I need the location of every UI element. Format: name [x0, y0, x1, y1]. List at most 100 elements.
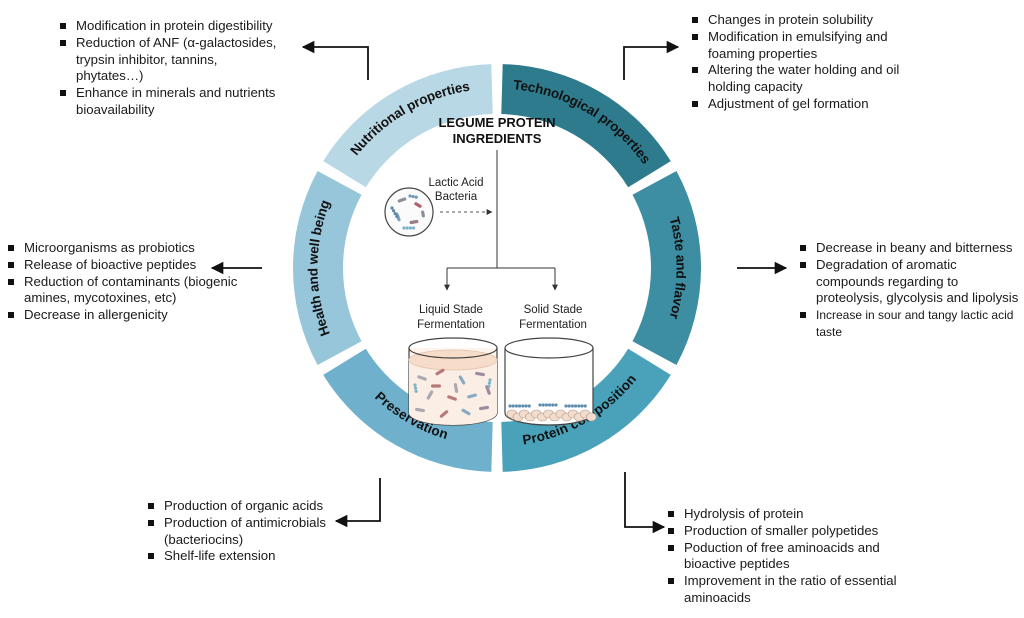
arrow-protein [624, 472, 666, 534]
health-list: Microorganisms as probiotics Release of … [4, 240, 262, 324]
coccus-icon [487, 384, 491, 388]
list-item: Altering the water holding and oil holdi… [688, 62, 908, 96]
list-item: Modification in emulsifying and foaming … [688, 29, 908, 63]
bacterium-icon [435, 368, 445, 376]
list-item: Hydrolysis of protein [664, 506, 914, 523]
list-item: Reduction of ANF (α-galactosides, trypsi… [56, 35, 288, 85]
bacterium-icon [467, 393, 477, 399]
list-item: Enhance in minerals and nutrients bioava… [56, 85, 288, 119]
solid-beaker-icon [504, 337, 597, 426]
technological-list: Changes in protein solubility Modificati… [688, 12, 908, 113]
coccus-icon [518, 404, 522, 408]
coccus-icon [538, 403, 542, 407]
segment-taste [632, 170, 702, 366]
taste-list: Decrease in beany and bitterness Degrada… [796, 240, 1022, 341]
list-item: Microorganisms as probiotics [4, 240, 262, 257]
list-item: Degradation of aromatic compounds regard… [796, 257, 1022, 307]
coccus-icon [580, 404, 584, 408]
protein-list: Hydrolysis of protein Production of smal… [664, 506, 914, 607]
list-item: Improvement in the ratio of essential am… [664, 573, 914, 607]
bacterium-icon [417, 375, 427, 381]
list-item: Production of smaller polypetides [664, 523, 914, 540]
segment-preservation [323, 348, 493, 472]
coccus-icon [577, 404, 581, 408]
nutritional-list: Modification in protein digestibility Re… [56, 18, 288, 119]
coccus-icon [414, 389, 418, 393]
coccus-icon [564, 404, 568, 408]
coccus-icon [411, 194, 415, 199]
segment-technological [501, 64, 671, 188]
coccus-icon [541, 403, 545, 407]
bacterium-icon [439, 410, 449, 418]
bacteria-label-line2: Bacteria [435, 191, 478, 203]
coccus-icon [527, 404, 531, 408]
coccus-icon [508, 404, 512, 408]
coccus-icon [524, 404, 528, 408]
bacterium-icon [458, 375, 466, 385]
list-item: Shelf-life extension [144, 548, 344, 565]
list-item: Adjustment of gel formation [688, 96, 908, 113]
ring [293, 64, 702, 472]
liquid-label-line2: Fermentation [417, 319, 485, 331]
coccus-icon [488, 378, 492, 382]
list-item: Changes in protein solubility [688, 12, 908, 29]
list-item: Reduction of contaminants (biogenic amin… [4, 274, 262, 308]
list-item: Release of bioactive peptides [4, 257, 262, 274]
label-taste: Taste and flavor [666, 215, 688, 321]
liquid-beaker-icon [408, 337, 498, 426]
center-title-line1: LEGUME PROTEIN [438, 115, 555, 130]
coccus-icon [511, 404, 515, 408]
list-item: Production of antimicrobials (bacterioci… [144, 515, 344, 549]
coccus-icon [392, 209, 396, 213]
solid-label-line2: Fermentation [519, 319, 587, 331]
bacterium-icon [447, 395, 457, 401]
legume-seed-icon [585, 412, 597, 422]
bacterium-icon [479, 405, 489, 411]
coccus-icon [548, 403, 552, 407]
bacteria-label-line1: Lactic Acid [429, 177, 484, 189]
coccus-icon [412, 226, 416, 230]
liquid-label-line1: Liquid Stade [419, 304, 483, 316]
arrow-nutritional [301, 40, 369, 80]
list-item: Increase in sour and tangy lactic acid t… [796, 307, 1022, 341]
coccus-icon [405, 226, 409, 230]
list-item: Modification in protein digestibility [56, 18, 288, 35]
bacterium-icon [431, 384, 441, 388]
list-item: Poduction of free aminoacids and bioacti… [664, 540, 914, 574]
bacterium-icon [397, 197, 407, 203]
coccus-icon [408, 226, 412, 230]
bacterium-icon [409, 219, 419, 225]
coccus-icon [583, 404, 587, 408]
coccus-icon [408, 194, 412, 198]
coccus-icon [567, 404, 571, 408]
center-title-line2: INGREDIENTS [453, 131, 542, 146]
bacterium-icon [414, 202, 422, 208]
coccus-icon [413, 383, 417, 387]
coccus-icon [544, 403, 549, 407]
list-item: Decrease in beany and bitterness [796, 240, 1022, 257]
segment-nutritional [323, 64, 493, 188]
coccus-icon [395, 214, 399, 218]
coccus-icon [393, 211, 397, 216]
coccus-icon [514, 404, 519, 408]
bacterium-icon [461, 408, 471, 416]
preservation-list: Production of organic acids Production o… [144, 498, 344, 565]
bacterium-icon [415, 407, 425, 413]
bacterium-icon [475, 371, 485, 377]
bacterium-icon [426, 390, 434, 400]
coccus-icon [554, 403, 558, 407]
list-item: Production of organic acids [144, 498, 344, 515]
solid-label-line1: Solid Stade [524, 304, 583, 316]
coccus-icon [487, 381, 492, 385]
bacterium-icon [485, 385, 491, 395]
coccus-icon [570, 404, 575, 408]
coccus-icon [574, 404, 578, 408]
coccus-icon [390, 206, 394, 210]
bacteria-dish-icon [384, 187, 434, 237]
arrow-preservation [334, 478, 381, 528]
bacterium-icon [453, 383, 459, 393]
bacterium-icon [421, 210, 425, 218]
coccus-icon [413, 386, 418, 390]
coccus-icon [402, 226, 406, 230]
